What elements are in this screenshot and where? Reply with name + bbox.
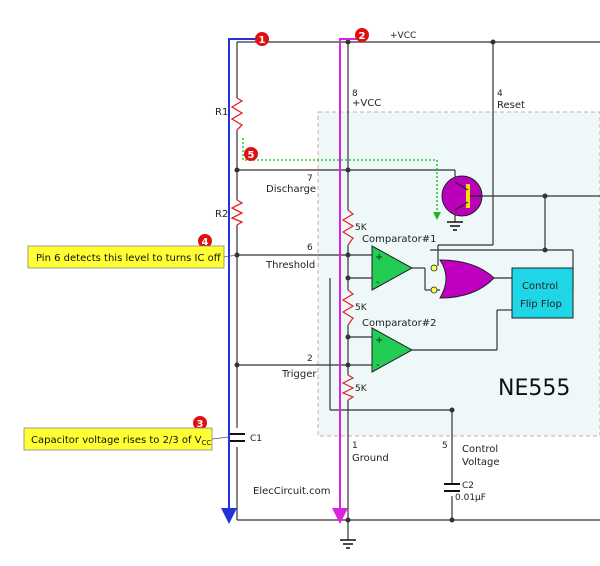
comparator-1-plus: + (375, 252, 383, 263)
divider-resistor-top (341, 209, 355, 246)
discharge-transistor (441, 175, 483, 217)
r2-label: R2 (215, 209, 228, 220)
pin2-number: 2 (307, 354, 313, 364)
marker-3-number: 3 (197, 419, 204, 430)
marker-3: 3 (193, 416, 207, 430)
green-dotted-path (242, 138, 441, 220)
marker-5: 5 (244, 147, 258, 161)
marker-5-number: 5 (248, 150, 255, 161)
comparator-1-minus: - (376, 277, 380, 288)
callout-pin6-text: Pin 6 detects this level to turns IC off (36, 253, 222, 264)
pin6-number: 6 (307, 243, 313, 253)
nor-input-bubble-bottom (430, 286, 438, 294)
callout-capacitor: Capacitor voltage rises to 2/3 of VCC (23, 427, 230, 451)
nor-gate (439, 259, 495, 299)
pin8-number: 8 (352, 89, 358, 99)
comparator-2-minus: - (376, 360, 380, 371)
ground-symbol-main (340, 539, 356, 549)
marker-1: 1 (255, 32, 269, 46)
callout-capacitor-text: Capacitor voltage rises to 2/3 of VCC (31, 435, 211, 447)
marker-1-number: 1 (259, 35, 266, 46)
c2-label: C2 (462, 481, 474, 491)
pin4-number: 4 (497, 89, 503, 99)
comparator-1 (371, 245, 414, 291)
resistor-r1 (230, 97, 244, 131)
blue-current-arrow (221, 38, 262, 524)
divider-resistor-bottom (341, 374, 355, 401)
pin8-name: +VCC (352, 98, 381, 109)
pin4-name: Reset (497, 100, 525, 111)
pin1-number: 1 (352, 441, 358, 451)
resistor-r2 (230, 199, 244, 226)
comparator-2-label: Comparator#2 (362, 318, 436, 329)
divider-mid-label: 5K (355, 303, 368, 313)
pin5-number: 5 (442, 441, 448, 451)
marker-4-number: 4 (202, 237, 209, 248)
chip-name: NE555 (498, 376, 570, 401)
comparator-2 (371, 327, 414, 373)
divider-top-label: 5K (355, 223, 368, 233)
pin6-name: Threshold (265, 260, 315, 271)
magenta-current-arrow (332, 38, 362, 524)
flip-flop-label-1: Control (522, 281, 558, 292)
vcc-top-label: +VCC (390, 31, 416, 41)
pin7-number: 7 (307, 174, 313, 184)
brand-label: ElecCircuit.com (253, 486, 330, 497)
marker-2-number: 2 (359, 31, 366, 42)
comparator-1-label: Comparator#1 (362, 234, 436, 245)
marker-4: 4 (198, 234, 212, 248)
pin5-name-1: Control (462, 444, 498, 455)
comparator-2-plus: + (375, 335, 383, 346)
pin7-name: Discharge (266, 184, 316, 195)
marker-2: 2 (355, 28, 369, 42)
pin2-name: Trigger (281, 369, 317, 380)
c1-label: C1 (250, 434, 262, 444)
callout-pin6: Pin 6 detects this level to turns IC off (27, 245, 238, 269)
flip-flop-label-2: Flip Flop (520, 299, 562, 310)
c2-value: 0.01µF (455, 493, 486, 503)
nor-input-bubble-top (430, 264, 438, 272)
divider-bottom-label: 5K (355, 384, 368, 394)
capacitor-c2 (444, 483, 460, 492)
r1-label: R1 (215, 107, 228, 118)
pin5-name-2: Voltage (462, 457, 500, 468)
divider-resistor-mid (341, 289, 355, 326)
capacitor-c1 (229, 433, 245, 442)
control-flip-flop (511, 267, 574, 319)
ground-symbol-transistor (447, 221, 463, 231)
pin1-name: Ground (352, 453, 389, 464)
